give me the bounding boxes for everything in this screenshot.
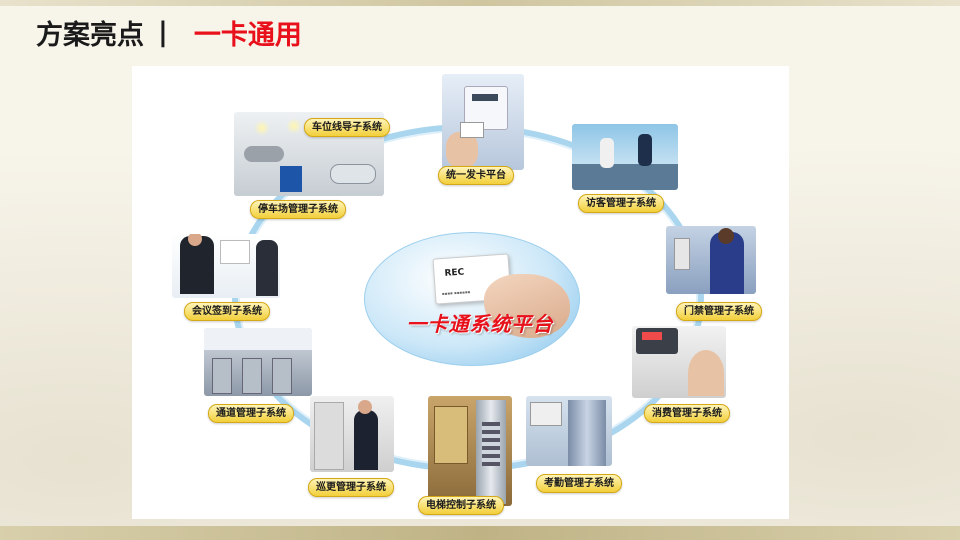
label-attendance: 考勤管理子系统: [536, 474, 622, 493]
bottom-decor-band: [0, 526, 960, 540]
label-patrol: 巡更管理子系统: [308, 478, 394, 497]
title-separator: |: [158, 16, 168, 48]
meeting-photo: [172, 234, 280, 298]
label-channel: 通道管理子系统: [208, 404, 294, 423]
visitor-photo: [572, 124, 678, 190]
card-logo: REC: [444, 267, 465, 279]
label-consume: 消费管理子系统: [644, 404, 730, 423]
elevator-photo: [428, 396, 512, 506]
patrol-photo: [310, 396, 394, 472]
page-title: 方案亮点 | 一卡通用: [36, 10, 302, 54]
label-parking: 停车场管理子系统: [250, 200, 346, 219]
label-guidance: 车位线导子系统: [304, 118, 390, 137]
title-subtitle: 一卡通用: [193, 19, 302, 51]
consume-photo: [632, 326, 726, 398]
label-visitor: 访客管理子系统: [578, 194, 664, 213]
hand-icon: [484, 274, 570, 338]
label-elevator: 电梯控制子系统: [418, 496, 504, 515]
label-access: 门禁管理子系统: [676, 302, 762, 321]
center-title: 一卡通系统平台: [406, 312, 554, 336]
access-photo: [666, 226, 756, 294]
channel-photo: [204, 328, 312, 396]
diagram-panel: REC ▪▪▪▪ ▪▪▪▪▪▪ 一卡通系统平台 统一发卡平台 访客管理子系统 门…: [132, 66, 789, 519]
card-number: ▪▪▪▪ ▪▪▪▪▪▪: [441, 289, 471, 297]
attendance-photo: [526, 396, 612, 466]
top-decor-band: [0, 0, 960, 6]
title-main: 方案亮点: [36, 19, 144, 51]
label-meeting: 会议签到子系统: [184, 302, 270, 321]
label-card-issue: 统一发卡平台: [438, 166, 514, 185]
card-issue-photo: [442, 74, 524, 170]
